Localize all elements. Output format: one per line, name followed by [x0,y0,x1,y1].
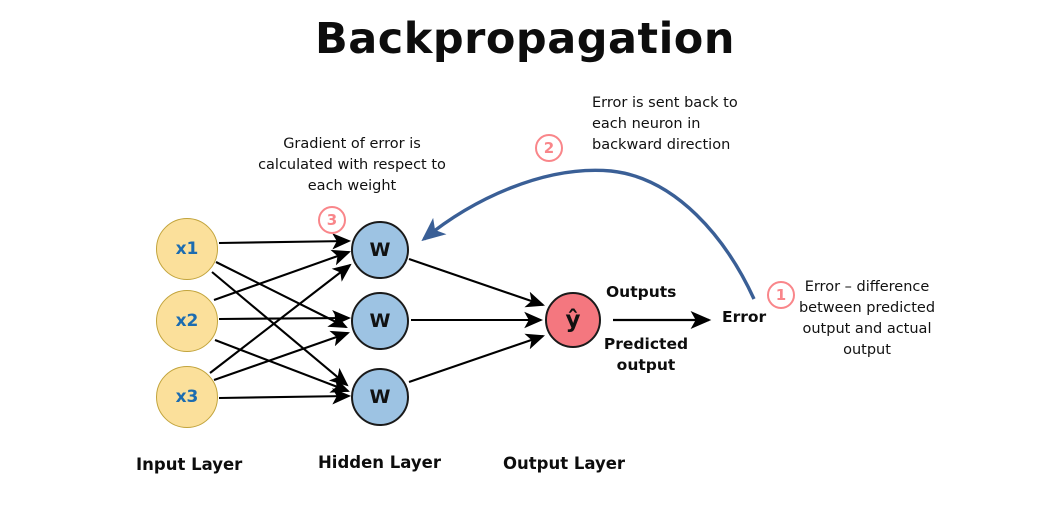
input-node-x2[interactable]: x2 [156,290,218,352]
input-node-x1-label: x1 [175,239,199,259]
step-badge-3[interactable]: 3 [318,206,346,234]
annotation-2-text: Error is sent back to each neuron in bac… [592,95,738,153]
backward-error-arrow [421,168,756,300]
output-node-yhat[interactable]: ŷ [545,292,601,348]
annotation-3-text: Gradient of error is calculated with res… [258,136,446,194]
hidden-node-2-label: W [369,310,391,332]
hidden-layer-label: Hidden Layer [318,453,441,472]
step-badge-1[interactable]: 1 [767,281,795,309]
hidden-node-2[interactable]: W [351,292,409,350]
error-label: Error [722,308,767,326]
hidden-node-1-label: W [369,239,391,261]
predicted-output-label: Predicted output [603,335,689,374]
hidden-to-output-edges [408,258,545,383]
hidden-node-3-label: W [369,386,391,408]
output-layer-label: Output Layer [503,454,626,473]
input-layer-label: Input Layer [136,455,243,474]
output-node-yhat-label: ŷ [565,307,581,333]
input-node-x1[interactable]: x1 [156,218,218,280]
step-badge-2[interactable]: 2 [535,134,563,162]
annotation-1-text: Error – difference between predicted out… [798,279,936,358]
hidden-node-3[interactable]: W [351,368,409,426]
input-node-x3-label: x3 [175,387,199,407]
input-to-hidden-edges [209,233,352,405]
page-title: Backpropagation [315,14,735,64]
input-node-x2-label: x2 [175,311,199,331]
outputs-label: Outputs [606,283,677,301]
input-node-x3[interactable]: x3 [156,366,218,428]
hidden-node-1[interactable]: W [351,221,409,279]
